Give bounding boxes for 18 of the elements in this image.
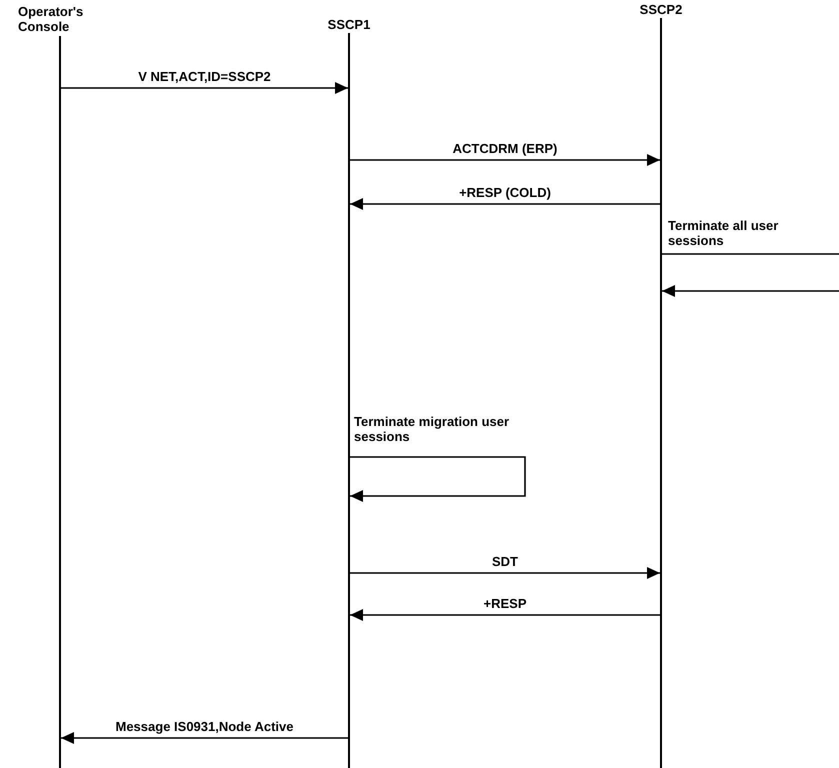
message-arrow [350, 609, 660, 621]
edge-label: SDT [492, 554, 518, 569]
lifeline-label: SSCP1 [328, 17, 370, 32]
edge-label: Terminate all user sessions [668, 218, 780, 248]
message-arrow [350, 567, 660, 579]
message-arrow [662, 285, 839, 297]
edge-label: Message IS0931,Node Active [116, 719, 294, 734]
message-arrow [61, 82, 348, 94]
edge-label: V NET,ACT,ID=SSCP2 [138, 69, 271, 84]
edge-label: Terminate migration user sessions [354, 414, 510, 444]
lifeline-label: SSCP2 [640, 2, 682, 17]
edge-label: ACTCDRM (ERP) [452, 141, 558, 156]
message-arrow [61, 732, 348, 744]
edge-label: +RESP [484, 596, 526, 611]
message-arrow [350, 198, 660, 210]
message-arrow [350, 154, 660, 166]
edge-label: +RESP (COLD) [459, 185, 551, 200]
message-arrow [350, 456, 526, 502]
